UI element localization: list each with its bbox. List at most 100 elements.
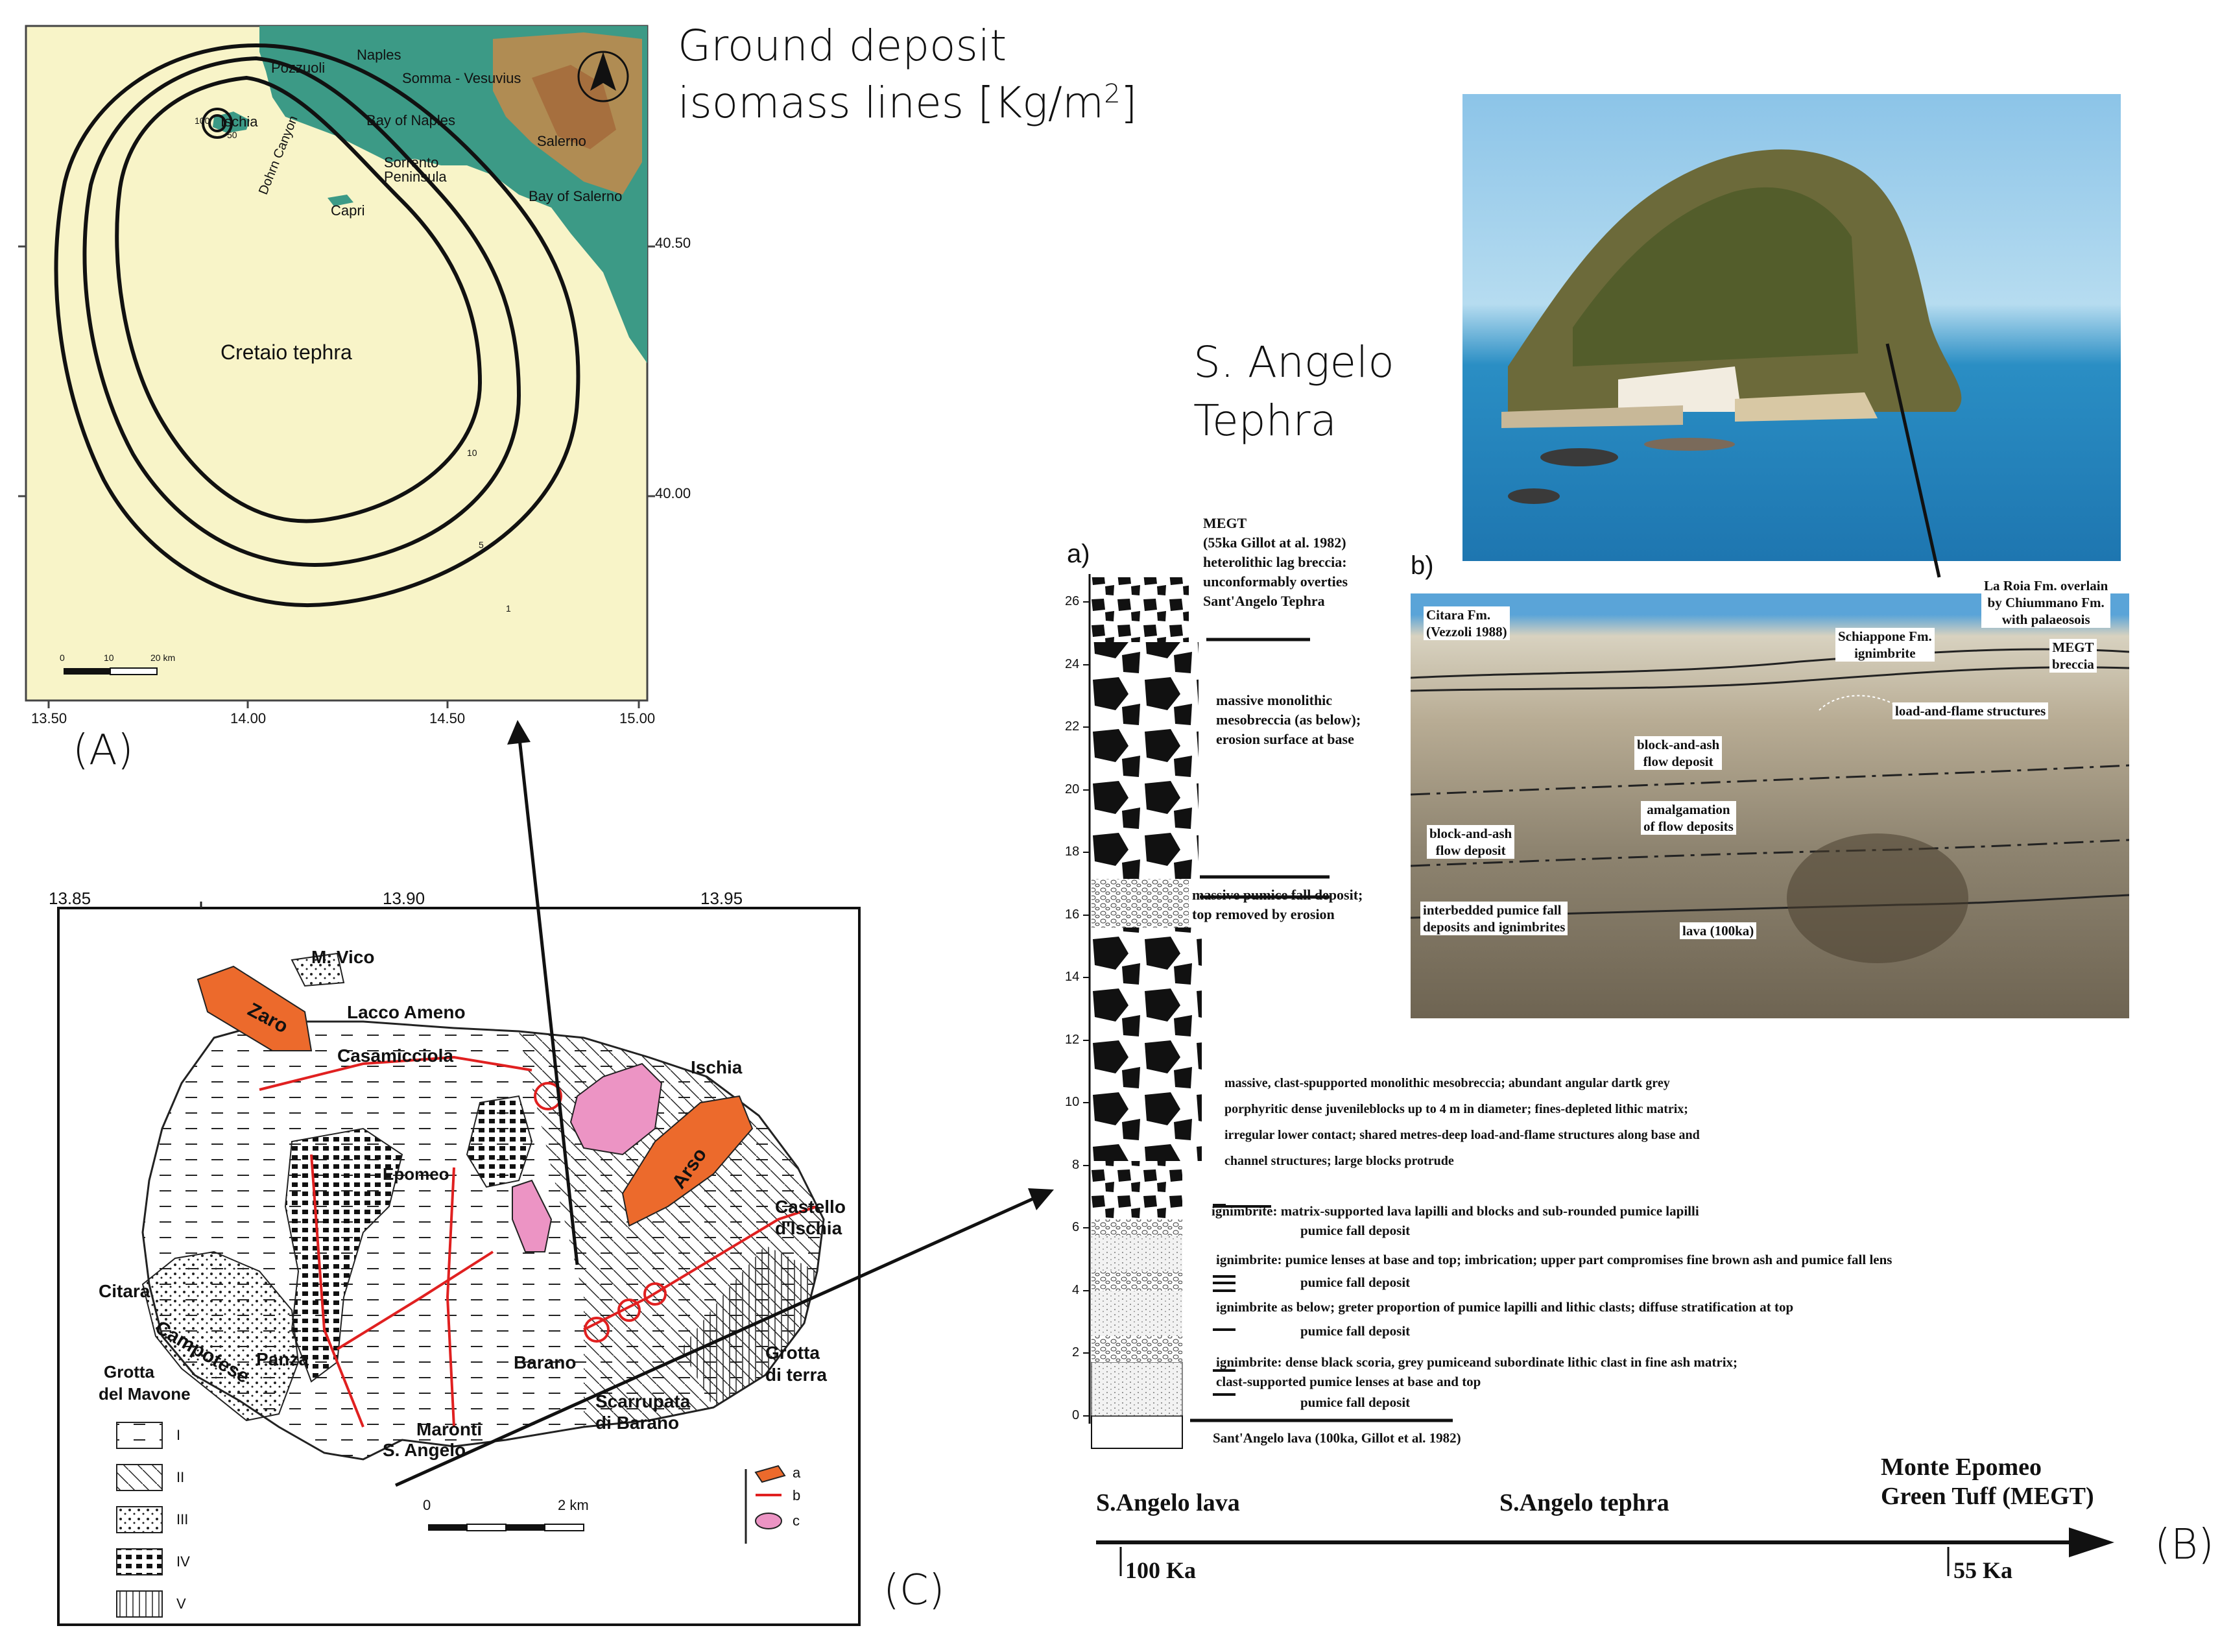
place-bay-of-naples: Bay of Naples xyxy=(366,112,455,128)
log-desc-line: top removed by erosion xyxy=(1192,906,1335,922)
place-citara: Citara xyxy=(99,1281,150,1301)
place-ischia-c: Ischia xyxy=(691,1057,743,1077)
log-desc-line: channel structures; large blocks protrud… xyxy=(1224,1154,1454,1168)
timeline-right-label-2: Green Tuff (MEGT) xyxy=(1881,1483,2094,1510)
place-peninsula: Peninsula xyxy=(384,169,447,185)
panel-b-title-line1: S. Angelo xyxy=(1193,337,1394,387)
log-desc-line: (55ka Gillot at al. 1982) xyxy=(1203,534,1346,551)
place-pozzuoli: Pozzuoli xyxy=(271,60,326,76)
place-bay-of-salerno: Bay of Salerno xyxy=(529,188,623,204)
photo-label-line: flow deposit xyxy=(1643,754,1713,769)
y-tick-label: 2 xyxy=(1072,1345,1080,1359)
place-panza: Panza xyxy=(256,1349,309,1369)
outcrop-photo xyxy=(1411,593,2129,1018)
timeline-mid-label: S.Angelo tephra xyxy=(1499,1489,1669,1516)
contour-label-5: 5 xyxy=(479,540,484,550)
title-end: ] xyxy=(1120,78,1138,128)
y-axis-ticks xyxy=(1083,601,1090,1417)
title-superscript: 2 xyxy=(1104,79,1121,109)
timeline-right-label-1: Monte Epomeo xyxy=(1881,1454,2042,1481)
place-grotta-terra-1: Grotta xyxy=(765,1343,820,1363)
legend-symbol-a: a xyxy=(793,1465,801,1481)
place-castello: Castello xyxy=(775,1197,846,1217)
scale-label: 0 xyxy=(60,652,65,663)
log-desc-ign-4: ignimbrite: dense black scoria, grey pum… xyxy=(1216,1352,1737,1391)
log-desc-pumice-4: pumice fall deposit xyxy=(1300,1395,1411,1410)
y-tick-label: 26 xyxy=(1065,594,1080,608)
y-tick-label: 0 xyxy=(1072,1408,1080,1422)
log-desc-megt: MEGT (55ka Gillot at al. 1982) heterolit… xyxy=(1203,514,1348,611)
log-desc-ign-3: ignimbrite as below; greter proportion o… xyxy=(1216,1299,1794,1315)
y-tick-label: 4 xyxy=(1072,1283,1080,1297)
sublabel-a: a) xyxy=(1067,540,1090,568)
photo-label-line: block-and-ash xyxy=(1637,737,1720,752)
log-desc-sant-angelo-lava: Sant'Angelo lava (100ka, Gillot et al. 1… xyxy=(1213,1430,1461,1446)
photo-label-line: of flow deposits xyxy=(1643,819,1734,834)
log-desc-line: Sant'Angelo Tephra xyxy=(1203,593,1325,609)
photo-label-line: breccia xyxy=(2052,656,2094,672)
scale-label-c: 0 xyxy=(423,1497,431,1513)
y-tick-label: 20 xyxy=(1065,782,1080,796)
place-vesuvius: Somma - Vesuvius xyxy=(402,70,521,86)
legend-unit-III: III xyxy=(176,1511,189,1527)
log-desc-line: erosion surface at base xyxy=(1216,731,1354,747)
contour-label-1: 1 xyxy=(506,603,511,614)
log-desc-line: MEGT xyxy=(1203,515,1247,531)
legend-symbol-c: c xyxy=(793,1513,800,1529)
photo-label-la-roia: La Roia Fm. overlain by Chiummano Fm. wi… xyxy=(1981,577,2111,628)
photo-label-block-ash-2: block-and-ash flow deposit xyxy=(1427,825,1515,859)
panel-b-label: (B) xyxy=(2154,1521,2214,1569)
place-lacco-ameno: Lacco Ameno xyxy=(347,1002,466,1022)
scale-label: 20 km xyxy=(150,652,176,663)
panel-a-title-line1: Ground deposit xyxy=(678,21,1007,71)
log-desc-line: unconformably overties xyxy=(1203,573,1348,590)
lat-tick: 40.00 xyxy=(655,485,691,501)
lon-tick: 13.50 xyxy=(31,710,67,726)
panel-a-label: (A) xyxy=(73,726,134,774)
place-scarrupata-1: Scarrupata xyxy=(595,1391,691,1411)
legend-unit-V: V xyxy=(176,1596,186,1612)
log-desc-line: massive pumice fall deposit; xyxy=(1192,887,1363,903)
log-desc-line: irregular lower contact; shared metres-d… xyxy=(1224,1128,1700,1142)
legend-symbol-b: b xyxy=(793,1487,801,1503)
legend-unit-II: II xyxy=(176,1469,185,1485)
place-scarrupata-2: di Barano xyxy=(595,1413,680,1433)
lat-tick: 40.50 xyxy=(655,235,691,251)
lon-tick: 15.00 xyxy=(619,710,656,726)
photo-label-line: La Roia Fm. overlain xyxy=(1984,578,2108,593)
log-desc-line: massive, clast-spupported monolithic mes… xyxy=(1224,1076,1670,1090)
s-angelo-photo-art xyxy=(1501,149,1962,504)
scale-label: 10 xyxy=(104,652,114,663)
photo-label-megt: MEGT breccia xyxy=(2049,639,2097,673)
log-desc-line: porphyritic dense juvenileblocks up to 4… xyxy=(1224,1102,1688,1116)
place-grotta-mavone-1: Grotta xyxy=(104,1362,154,1382)
y-tick-label: 22 xyxy=(1065,719,1080,734)
place-barano: Barano xyxy=(514,1352,577,1372)
place-epomeo: Epomeo xyxy=(383,1164,449,1184)
y-tick-label: 16 xyxy=(1065,907,1080,922)
place-castello-2: d'Ischia xyxy=(775,1218,842,1238)
place-s-angelo: S. Angelo xyxy=(383,1440,466,1460)
photo-label-line: amalgamation xyxy=(1647,802,1730,817)
legend-unit-IV: IV xyxy=(176,1553,190,1570)
photo-label-line: (Vezzoli 1988) xyxy=(1426,624,1507,640)
lon-tick-c: 13.90 xyxy=(383,889,425,908)
panel-b-title-line2: Tephra xyxy=(1193,396,1337,446)
photo-label-schiappone: Schiappone Fm. ignimbrite xyxy=(1835,628,1935,662)
y-tick-label: 18 xyxy=(1065,844,1080,859)
y-tick-label: 10 xyxy=(1065,1095,1080,1109)
photo-label-line: flow deposit xyxy=(1435,843,1506,858)
legend-unit-I: I xyxy=(176,1427,181,1443)
place-casamicciola: Casamicciola xyxy=(337,1046,453,1066)
s-angelo-photo xyxy=(1462,94,2121,561)
log-desc-line: massive monolithic xyxy=(1216,692,1333,708)
y-tick-label: 8 xyxy=(1072,1158,1080,1172)
photo-label-citara: Citara Fm. (Vezzoli 1988) xyxy=(1424,606,1510,640)
log-desc-mesobreccia-lower: massive, clast-spupported monolithic mes… xyxy=(1224,1070,1700,1174)
timeline-left-label: S.Angelo lava xyxy=(1096,1489,1240,1516)
photo-label-line: with palaeosois xyxy=(2001,612,2090,627)
photo-label-line: MEGT xyxy=(2052,640,2094,655)
timeline-left-age: 100 Ka xyxy=(1125,1557,1197,1583)
